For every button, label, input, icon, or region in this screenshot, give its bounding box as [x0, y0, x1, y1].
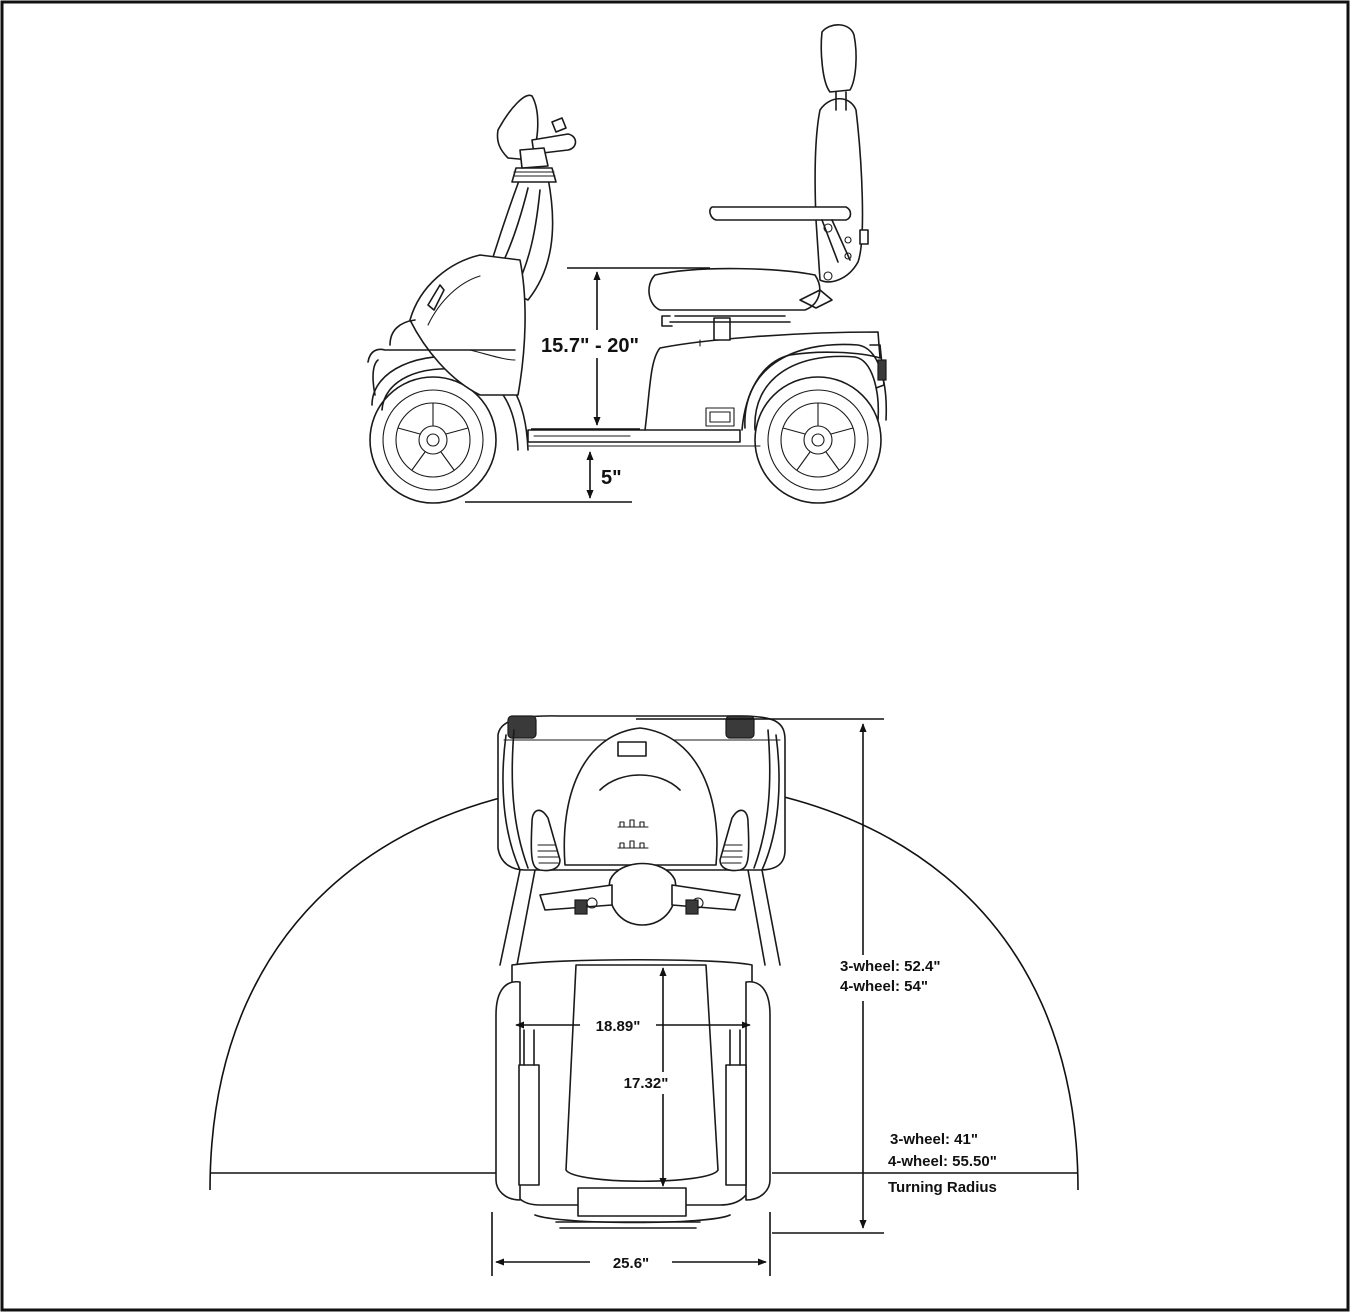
side-view-scooter — [367, 24, 888, 504]
seat-width-label: 18.89" — [596, 1018, 641, 1035]
ground-clearance-dimension: 5" — [465, 451, 632, 503]
top-view-scooter — [495, 715, 786, 1229]
turning-radius-3wheel-label: 3-wheel: 41" — [890, 1131, 978, 1148]
front-wheel — [369, 376, 497, 504]
overall-length-3wheel-label: 3-wheel: 52.4" — [840, 958, 941, 975]
overall-length-4wheel-label: 4-wheel: 54" — [840, 978, 928, 995]
seat-height-label: 15.7" - 20" — [541, 335, 639, 357]
rear-wheel — [754, 376, 882, 504]
seat-width-dimension: 18.89" — [515, 1014, 751, 1036]
seat-depth-label: 17.32" — [624, 1075, 669, 1092]
overall-width-label: 25.6" — [613, 1255, 649, 1272]
turning-radius-4wheel-label: 4-wheel: 55.50" — [888, 1153, 997, 1170]
turning-radius-title: Turning Radius — [888, 1179, 997, 1196]
ground-clearance-label: 5" — [601, 467, 622, 489]
seat-depth-dimension: 17.32" — [604, 967, 684, 1187]
seat-height-dimension: 15.7" - 20" — [531, 267, 710, 430]
overall-length-dimension: 3-wheel: 52.4" 4-wheel: 54" — [636, 718, 974, 1234]
overall-width-dimension: 25.6" — [491, 1212, 771, 1276]
turning-radius-dimension: 3-wheel: 41" 4-wheel: 55.50" Turning Rad… — [888, 1131, 997, 1196]
